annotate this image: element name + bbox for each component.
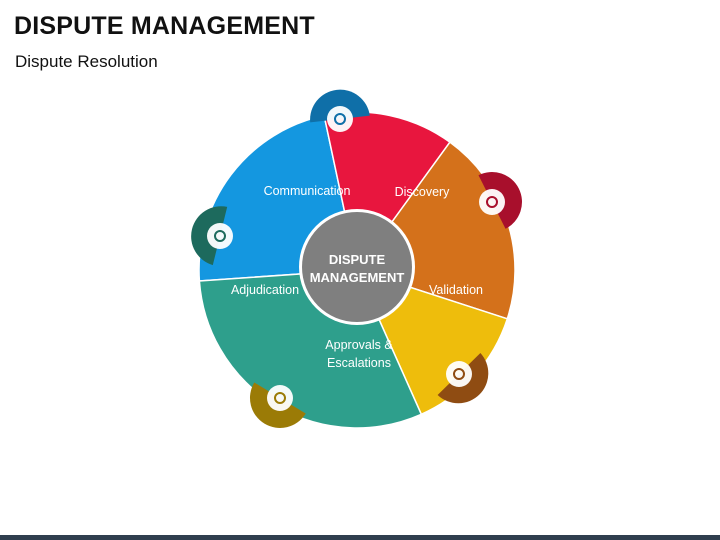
bottom-bar (0, 535, 720, 540)
segment-label-communication: Communication (264, 184, 351, 198)
center-label-line2: MANAGEMENT (310, 270, 405, 285)
segment-label-approvals-escalations-line1: Approvals & (325, 338, 393, 352)
badge-check-icon (437, 353, 489, 404)
handshake-icon (191, 206, 233, 266)
page-title: DISPUTE MANAGEMENT (14, 12, 315, 40)
segment-label-discovery: Discovery (395, 185, 451, 199)
segment-label-approvals-escalations-line2: Escalations (327, 356, 391, 370)
segment-label-adjudication: Adjudication (231, 283, 299, 297)
segment-label-validation: Validation (429, 283, 483, 297)
center-hub: DISPUTE MANAGEMENT (299, 209, 415, 325)
lightbulb-icon (478, 171, 522, 229)
page-subtitle: Dispute Resolution (15, 52, 158, 71)
meeting-icon (310, 89, 370, 132)
workflow-icon (249, 382, 306, 428)
center-label-line1: DISPUTE (329, 252, 386, 267)
